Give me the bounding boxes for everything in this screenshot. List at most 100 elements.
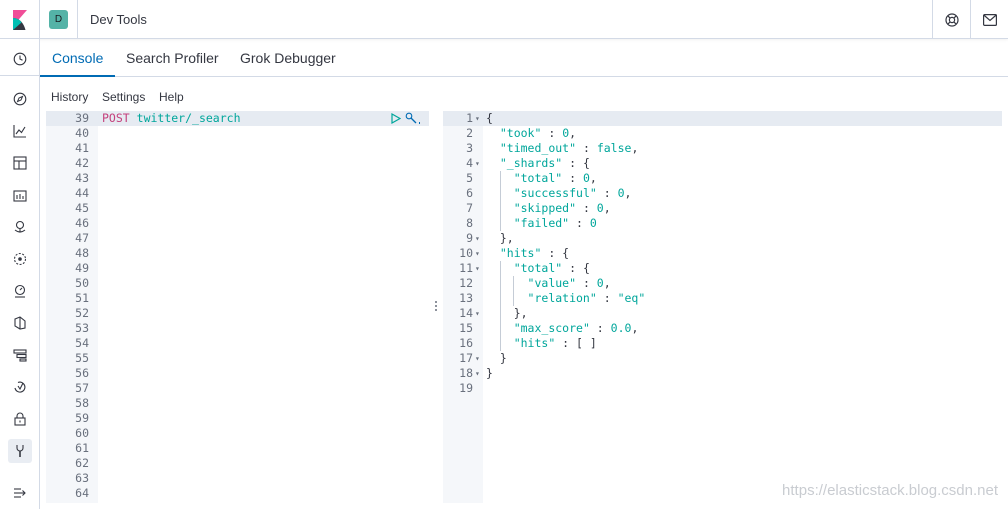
play-icon — [391, 112, 402, 125]
line-number: 62 — [75, 456, 89, 470]
line-number: 7 — [466, 201, 473, 215]
line-number: 61 — [75, 441, 89, 455]
line-number: 11 — [459, 261, 473, 275]
response-line: "timed_out" : false, — [499, 141, 639, 155]
line-number: 10 — [459, 246, 473, 260]
nav-metrics[interactable] — [8, 279, 32, 303]
send-request-button[interactable] — [391, 112, 402, 127]
line-number: 40 — [75, 126, 89, 140]
line-number: 12 — [459, 276, 473, 290]
wrench-icon — [405, 112, 420, 124]
response-line: { — [486, 111, 493, 125]
pane-resizer[interactable] — [429, 111, 443, 503]
help-link[interactable]: Help — [159, 90, 184, 104]
line-number: 5 — [466, 171, 473, 185]
nav-dashboard[interactable] — [8, 151, 32, 175]
side-navigation — [0, 39, 40, 509]
response-line: "skipped" : 0, — [513, 201, 611, 215]
response-gutter — [443, 111, 483, 503]
active-line-highlight — [46, 111, 429, 126]
line-number: 58 — [75, 396, 89, 410]
response-line: }, — [486, 306, 528, 320]
line-number: 3 — [466, 141, 473, 155]
space-selector[interactable]: D — [40, 0, 78, 39]
fold-toggle[interactable]: ▾ — [475, 249, 480, 258]
recently-viewed-button[interactable] — [8, 47, 32, 71]
line-number: 6 — [466, 186, 473, 200]
nav-maps[interactable] — [8, 215, 32, 239]
active-line-highlight — [443, 111, 1002, 126]
line-number: 1 — [466, 111, 473, 125]
line-number: 47 — [75, 231, 89, 245]
settings-link[interactable]: Settings — [102, 90, 146, 104]
nav-apm[interactable] — [8, 343, 32, 367]
line-number: 42 — [75, 156, 89, 170]
line-number: 18 — [459, 366, 473, 380]
nav-canvas[interactable] — [8, 183, 32, 207]
request-actions-button[interactable] — [405, 112, 421, 128]
response-line: "took" : 0, — [499, 126, 577, 140]
line-number: 2 — [466, 126, 473, 140]
fold-toggle[interactable]: ▾ — [475, 234, 480, 243]
request-gutter — [46, 111, 98, 503]
nav-logs[interactable] — [8, 311, 32, 335]
line-number: 16 — [459, 336, 473, 350]
newsfeed-button[interactable] — [970, 0, 1008, 39]
clock-icon — [13, 52, 27, 66]
space-avatar: D — [49, 10, 68, 29]
request-method: POST — [102, 111, 130, 125]
line-number: 4 — [466, 156, 473, 170]
response-line: "hits" : [ ] — [513, 336, 597, 350]
ml-icon — [13, 252, 27, 266]
line-number: 39 — [75, 111, 89, 125]
line-number: 46 — [75, 216, 89, 230]
response-line: "failed" : 0 — [513, 216, 597, 230]
nav-visualize[interactable] — [8, 119, 32, 143]
line-number: 9 — [466, 231, 473, 245]
response-line: } — [486, 366, 493, 380]
apm-icon — [13, 349, 27, 362]
line-number: 59 — [75, 411, 89, 425]
history-link[interactable]: History — [51, 90, 89, 104]
tab-search-profiler[interactable]: Search Profiler — [126, 50, 219, 66]
nav-divider — [0, 75, 40, 76]
fold-toggle[interactable]: ▾ — [475, 354, 480, 363]
help-button[interactable] — [932, 0, 970, 39]
fold-toggle[interactable]: ▾ — [475, 264, 480, 273]
top-header: D Dev Tools — [0, 0, 1008, 39]
nav-siem[interactable] — [8, 407, 32, 431]
fold-toggle[interactable]: ▾ — [475, 114, 480, 123]
collapse-icon — [14, 488, 26, 498]
line-number: 49 — [75, 261, 89, 275]
nav-uptime[interactable] — [8, 375, 32, 399]
response-line: }, — [486, 231, 514, 245]
tab-grok-debugger[interactable]: Grok Debugger — [240, 50, 336, 66]
mail-icon — [982, 13, 997, 26]
nav-machine-learning[interactable] — [8, 247, 32, 271]
fold-toggle[interactable]: ▾ — [475, 309, 480, 318]
line-number: 43 — [75, 171, 89, 185]
response-line: } — [486, 351, 507, 365]
dashboard-icon — [13, 156, 27, 170]
kibana-logo[interactable] — [0, 0, 40, 39]
nav-collapse-button[interactable] — [8, 481, 32, 505]
line-number: 13 — [459, 291, 473, 305]
fold-toggle[interactable]: ▾ — [475, 159, 480, 168]
line-number: 60 — [75, 426, 89, 440]
dev-tools-tabs: Console Search Profiler Grok Debugger — [40, 39, 1008, 77]
response-line: "total" : 0, — [513, 171, 597, 185]
nav-dev-tools[interactable] — [8, 439, 32, 463]
indent-guide — [500, 171, 501, 231]
fold-toggle[interactable]: ▾ — [475, 369, 480, 378]
line-number: 51 — [75, 291, 89, 305]
nav-discover[interactable] — [8, 87, 32, 111]
maps-icon — [14, 220, 26, 233]
line-number: 55 — [75, 351, 89, 365]
line-number: 41 — [75, 141, 89, 155]
uptime-icon — [14, 381, 26, 393]
tab-console[interactable]: Console — [40, 39, 116, 77]
indent-guide — [500, 261, 501, 351]
